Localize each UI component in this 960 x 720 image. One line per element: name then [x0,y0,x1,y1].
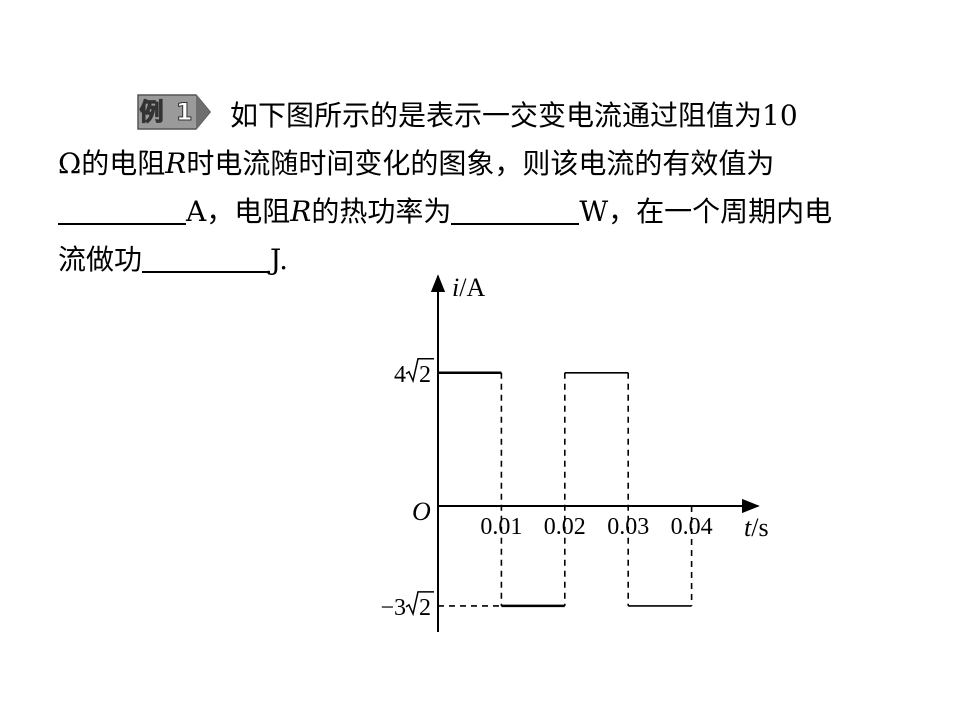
problem-text-line3b: 的热功率为 [311,195,452,228]
answer-blank-work[interactable] [142,241,271,273]
x-axis-label: t/s [744,513,769,542]
problem-text-line3c: W，在一个周期内电 [579,195,833,228]
problem-line-1: 例 1 如下图所示的是表示一交变电流通过阻值为10 [58,92,918,140]
example-badge: 例 1 [134,93,212,131]
y-tick-coefficient: −3 [380,595,406,621]
origin-label: O [412,497,431,526]
problem-text-line4b: J. [270,243,288,276]
y-tick-coefficient: 4 [394,362,406,388]
y-tick-label: −3 2 [380,591,434,621]
problem-text: 例 1 如下图所示的是表示一交变电流通过阻值为10 Ω的电阻R时电流随时间变化的… [58,92,918,284]
sqrt-icon [405,358,434,384]
y-tick-radicand: 2 [419,595,431,621]
problem-text-line4a: 流做功 [58,243,143,276]
problem-text-line2b: 时电流随时间变化的图象，则该电流的有效值为 [186,147,775,180]
problem-line-4: 流做功 J. [58,236,918,284]
waveform [438,371,692,608]
problem-text-line2a: Ω的电阻 [58,147,166,180]
answer-blank-power[interactable] [451,193,580,225]
variable-r: R [165,147,187,180]
problem-line-3: A，电阻R的热功率为 W，在一个周期内电 [58,188,918,236]
y-axis-label: i/A [452,273,485,302]
badge-shape-icon [137,94,211,130]
badge-label: 例 1 [139,98,195,127]
problem-line-2: Ω的电阻R时电流随时间变化的图象，则该电流的有效值为 [58,140,918,188]
variable-r: R [290,195,312,228]
answer-blank-current[interactable] [58,193,186,225]
sqrt-icon [405,591,434,617]
problem-text-line1: 如下图所示的是表示一交变电流通过阻值为10 [230,99,798,132]
problem-text-line3a: A，电阻 [186,195,291,228]
y-tick-radicand: 2 [419,362,431,388]
dashed-guides [438,372,693,607]
